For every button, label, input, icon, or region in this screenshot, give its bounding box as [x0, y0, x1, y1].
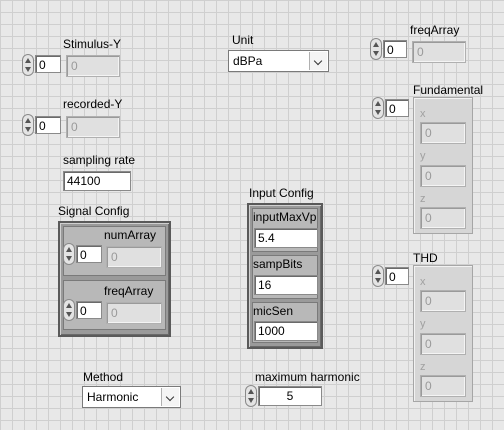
- fundamental-index-stepper[interactable]: [372, 97, 384, 119]
- freq-array-top-label: freqArray: [410, 23, 460, 37]
- input-max-vp-input[interactable]: 5.4: [254, 228, 318, 248]
- freq-array-index-input[interactable]: 0: [76, 301, 102, 319]
- fundamental-label: Fundamental: [413, 83, 484, 97]
- fundamental-y-indicator: 0: [420, 165, 466, 187]
- recorded-y-value-indicator: 0: [66, 116, 120, 138]
- stimulus-y-value-indicator: 0: [66, 55, 120, 77]
- num-array-value-indicator: 0: [106, 246, 162, 268]
- thd-index-input[interactable]: 0: [385, 267, 409, 285]
- stepper-up-icon[interactable]: [66, 247, 72, 252]
- stepper-up-icon[interactable]: [25, 118, 31, 123]
- stepper-up-icon[interactable]: [66, 303, 72, 308]
- input-config-label: Input Config: [249, 186, 314, 200]
- unit-dropdown-value: dBPa: [233, 54, 263, 68]
- freq-array-top-index-stepper[interactable]: [370, 38, 382, 60]
- fundamental-y-label: y: [420, 150, 426, 162]
- recorded-y-index-input[interactable]: 0: [35, 116, 61, 134]
- thd-y-label: y: [420, 318, 426, 330]
- method-dropdown-value: Harmonic: [87, 390, 139, 404]
- stepper-down-icon[interactable]: [375, 278, 381, 283]
- stimulus-y-index-input[interactable]: 0: [35, 55, 61, 73]
- num-array-index-input[interactable]: 0: [76, 245, 102, 263]
- fundamental-x-indicator: 0: [420, 122, 466, 144]
- thd-y-indicator: 0: [420, 333, 466, 355]
- freq-array-index-stepper[interactable]: [63, 299, 75, 321]
- freq-array-value-indicator: 0: [106, 302, 162, 324]
- stepper-up-icon[interactable]: [373, 42, 379, 47]
- fundamental-z-indicator: 0: [420, 207, 466, 229]
- maximum-harmonic-stepper[interactable]: [245, 385, 257, 407]
- freq-array-top-index-input[interactable]: 0: [383, 40, 407, 58]
- stepper-down-icon[interactable]: [25, 127, 31, 132]
- signal-config-label: Signal Config: [58, 204, 130, 218]
- sampling-rate-label: sampling rate: [63, 153, 136, 167]
- recorded-y-label: recorded-Y: [63, 97, 123, 111]
- stepper-down-icon[interactable]: [66, 256, 72, 261]
- stepper-down-icon[interactable]: [66, 312, 72, 317]
- thd-index-stepper[interactable]: [372, 265, 384, 287]
- sampling-rate-input[interactable]: 44100: [63, 171, 131, 191]
- stepper-up-icon[interactable]: [375, 269, 381, 274]
- freq-array-label: freqArray: [104, 284, 154, 298]
- freq-array-top-value-indicator: 0: [412, 41, 466, 63]
- input-max-vp-label: inputMaxVp: [253, 210, 317, 224]
- chevron-down-icon[interactable]: [309, 52, 327, 70]
- fundamental-z-label: z: [420, 193, 426, 205]
- stimulus-y-label: Stimulus-Y: [63, 37, 122, 51]
- samp-bits-label: sampBits: [253, 257, 303, 271]
- stepper-up-icon[interactable]: [375, 101, 381, 106]
- thd-label: THD: [413, 251, 438, 265]
- mic-sen-label: micSen: [253, 304, 294, 318]
- stepper-up-icon[interactable]: [248, 389, 254, 394]
- fundamental-index-input[interactable]: 0: [385, 99, 409, 117]
- thd-z-label: z: [420, 361, 426, 373]
- num-array-index-stepper[interactable]: [63, 243, 75, 265]
- stepper-down-icon[interactable]: [25, 67, 31, 72]
- chevron-down-icon[interactable]: [161, 388, 179, 406]
- num-array-label: numArray: [104, 228, 157, 242]
- maximum-harmonic-input[interactable]: 5: [258, 386, 322, 406]
- method-dropdown[interactable]: Harmonic: [82, 386, 181, 408]
- stimulus-y-index-stepper[interactable]: [22, 54, 34, 76]
- fundamental-x-label: x: [420, 108, 426, 120]
- maximum-harmonic-label: maximum harmonic: [255, 370, 360, 384]
- stepper-down-icon[interactable]: [248, 398, 254, 403]
- samp-bits-input[interactable]: 16: [254, 275, 318, 295]
- recorded-y-index-stepper[interactable]: [22, 114, 34, 136]
- thd-z-indicator: 0: [420, 375, 466, 397]
- mic-sen-input[interactable]: 1000: [254, 321, 318, 341]
- stepper-up-icon[interactable]: [25, 58, 31, 63]
- method-label: Method: [83, 370, 124, 384]
- unit-label: Unit: [232, 33, 254, 47]
- thd-x-label: x: [420, 276, 426, 288]
- thd-x-indicator: 0: [420, 290, 466, 312]
- stepper-down-icon[interactable]: [373, 51, 379, 56]
- stepper-down-icon[interactable]: [375, 110, 381, 115]
- unit-dropdown[interactable]: dBPa: [228, 50, 329, 72]
